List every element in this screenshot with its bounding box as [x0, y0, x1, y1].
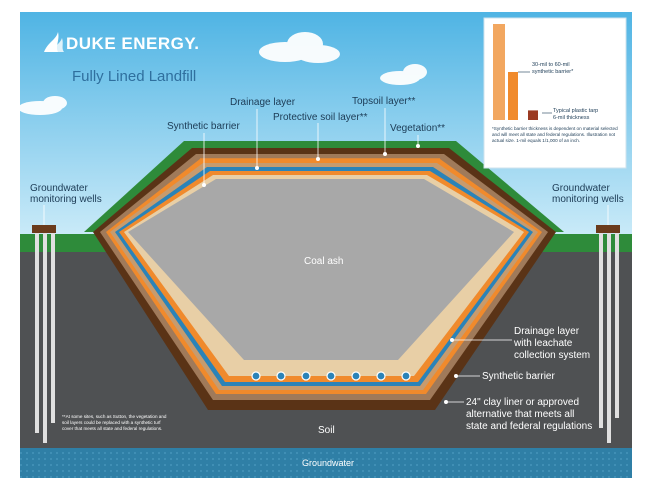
inset-bar1-label-2: synthetic barrier*: [532, 69, 574, 75]
right-monitoring-well: [596, 225, 620, 443]
label-drainage-layer: Drainage layer: [230, 97, 296, 108]
label-drainage-leachate-2: with leachate: [514, 338, 573, 349]
inset-bar-60-mil: [493, 24, 505, 120]
page-title: Fully Lined Landfill: [72, 68, 197, 85]
inset-footnote: *Synthetic barrier thickness is dependen…: [492, 126, 618, 143]
brand-name: DUKE ENERGY.: [66, 34, 200, 53]
label-drainage-leachate-1: Drainage layer: [514, 326, 580, 337]
inset-panel: [483, 17, 627, 169]
coal-ash-fill: [128, 179, 514, 360]
label-clay-liner-2: alternative that meets all: [466, 409, 575, 420]
label-right-wells-2: monitoring wells: [552, 194, 624, 205]
label-topsoil-layer: Topsoil layer**: [352, 96, 416, 107]
leader-lines: [43, 108, 609, 404]
inset-bar2-label-2: 6-mil thickness: [553, 115, 590, 121]
inset-bar2-label-1: Typical plastic tarp: [553, 108, 599, 114]
label-left-wells-2: monitoring wells: [30, 194, 102, 205]
label-coal-ash: Coal ash: [304, 256, 344, 267]
label-groundwater: Groundwater: [302, 458, 355, 468]
inset-bar-chart: [493, 24, 538, 120]
label-synthetic-barrier-top: Synthetic barrier: [167, 121, 240, 132]
groundwater-band: [20, 448, 632, 478]
inset-bar1-label-1: 30-mil to 60-mil: [532, 62, 570, 68]
label-drainage-leachate-3: collection system: [514, 350, 591, 361]
leachate-pipes: [251, 371, 411, 381]
label-clay-liner-3: state and federal regulations: [466, 421, 593, 432]
duke-energy-flame-icon: [44, 32, 64, 52]
left-monitoring-well: [32, 225, 56, 443]
label-clay-liner-1: 24" clay liner or approved: [466, 397, 580, 408]
label-synthetic-barrier-bottom: Synthetic barrier: [482, 371, 555, 382]
label-protective-soil-layer: Protective soil layer**: [273, 112, 368, 123]
inset-bar-30-mil: [508, 72, 518, 120]
footnote-sites: **At some sites, such as Sutton, the veg…: [62, 414, 167, 431]
label-vegetation: Vegetation**: [390, 123, 446, 134]
label-soil: Soil: [318, 425, 335, 436]
label-left-wells-1: Groundwater: [30, 183, 88, 194]
inset-bar-6-mil: [528, 110, 538, 120]
label-right-wells-1: Groundwater: [552, 183, 610, 194]
